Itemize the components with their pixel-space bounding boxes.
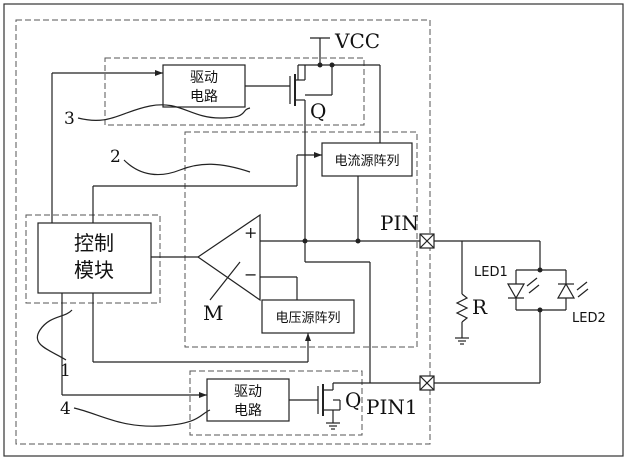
label-q-top: Q xyxy=(310,99,326,123)
label-led1: LED1 xyxy=(474,265,508,280)
arrow-volt-array xyxy=(305,333,311,341)
bottom-drive-circuit-block xyxy=(206,378,290,422)
vcc-node xyxy=(317,62,323,68)
chip-boundary xyxy=(15,19,431,445)
label-num4: 4 xyxy=(60,399,71,419)
top-drive-line2: 电路 xyxy=(190,89,218,105)
bottom-driver-group xyxy=(189,370,363,436)
led2-ray2 xyxy=(577,288,589,298)
label-num3: 3 xyxy=(64,109,75,129)
top-drive-circuit-block xyxy=(162,64,246,108)
bottom-drive-line2: 电路 xyxy=(234,403,262,419)
top-drive-line1: 驱动 xyxy=(190,70,218,86)
arrow-cur-array xyxy=(314,152,322,158)
led1-diode xyxy=(506,283,526,300)
led1-ray2 xyxy=(528,284,540,294)
label-num2: 2 xyxy=(110,147,121,167)
leader-1 xyxy=(36,309,73,361)
comparator-m xyxy=(196,213,261,302)
label-vcc: VCC xyxy=(334,29,380,53)
resistor-r xyxy=(455,293,469,323)
pin1-x2 xyxy=(419,375,435,391)
current-source-array-label: 电流源阵列 xyxy=(334,154,399,169)
comparator-minus: − xyxy=(244,265,257,284)
label-num1: 1 xyxy=(60,361,71,381)
node-plus-2 xyxy=(355,238,361,244)
led1-ray1 xyxy=(526,277,538,287)
comparator-plus: + xyxy=(244,223,257,242)
leader-2 xyxy=(123,159,251,176)
outer-frame xyxy=(3,3,624,457)
control-line2: 模块 xyxy=(74,258,114,282)
label-m: M xyxy=(203,301,223,325)
arrow-top-drive xyxy=(155,70,163,76)
arrow-bot-drive xyxy=(199,392,207,398)
comparator-m-leader xyxy=(209,261,241,301)
top-driver-group xyxy=(104,57,365,126)
bottom-drive-line1: 驱动 xyxy=(234,384,262,400)
leader-3 xyxy=(77,104,251,122)
voltage-source-array-label: 电压源阵列 xyxy=(275,311,340,326)
control-module-block xyxy=(37,222,152,294)
led2-ray1 xyxy=(576,281,588,291)
label-r: R xyxy=(472,295,488,319)
led2-diode xyxy=(556,282,576,299)
source-array-group xyxy=(184,131,418,348)
label-pin1: PIN1 xyxy=(366,395,418,419)
control-line1: 控制 xyxy=(74,231,114,255)
leader-4 xyxy=(73,407,211,427)
current-source-array-block xyxy=(321,142,413,177)
pin-x2 xyxy=(419,233,435,249)
label-q-bottom: Q xyxy=(345,388,361,412)
label-pin: PIN xyxy=(380,211,419,235)
label-led2: LED2 xyxy=(572,311,606,326)
